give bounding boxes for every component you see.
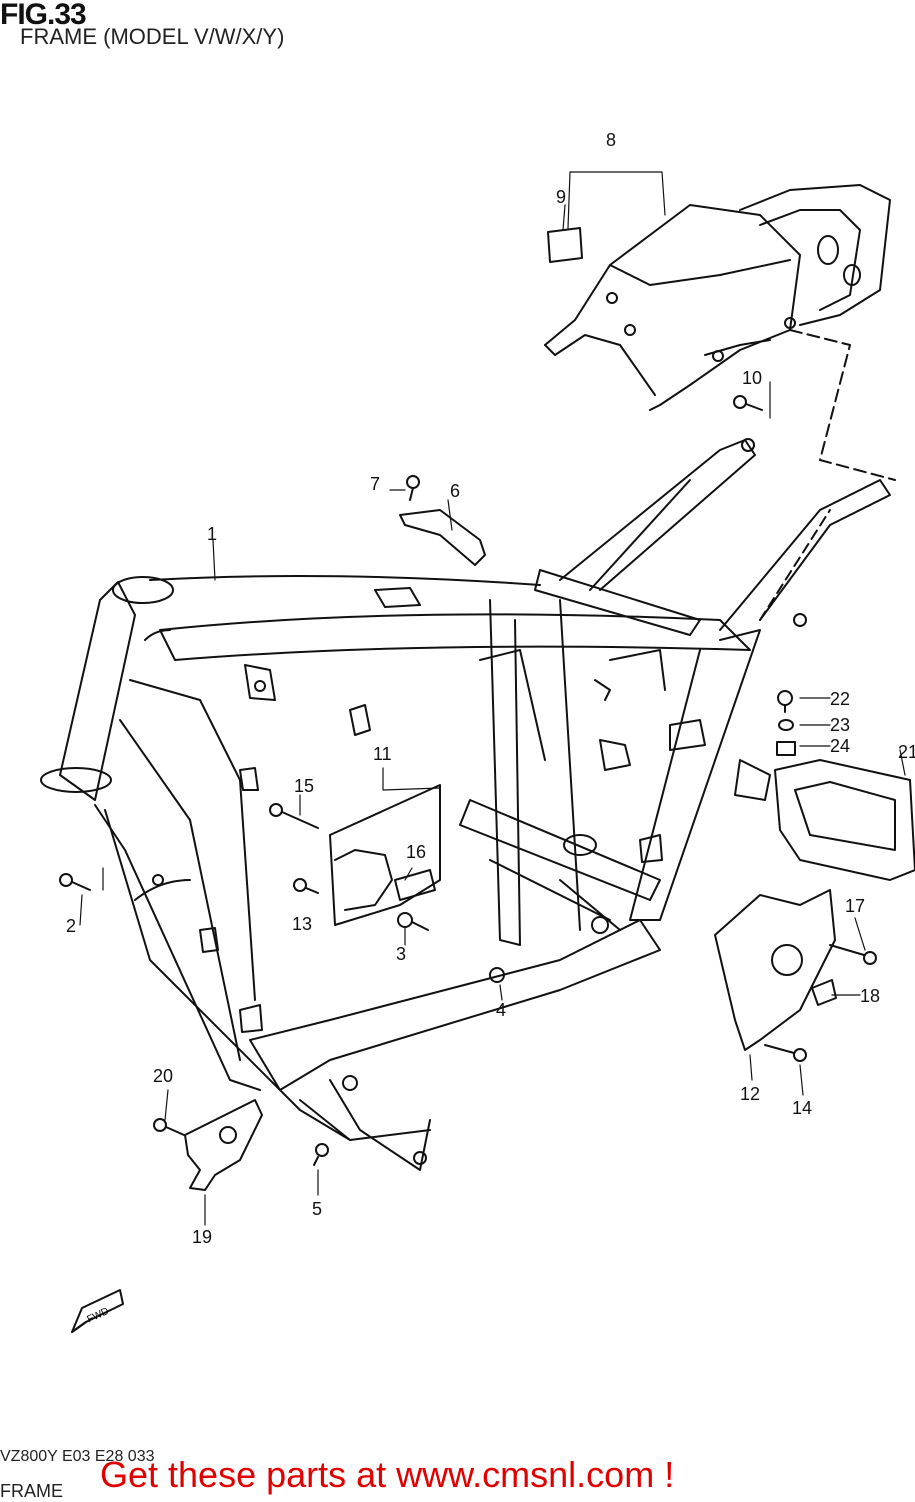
callout-4: 4: [496, 1000, 506, 1020]
callout-5: 5: [312, 1199, 322, 1219]
bolt-part-22: [777, 690, 793, 713]
callout-21: 21: [898, 742, 915, 762]
callout-22: 22: [830, 689, 850, 709]
figure-title: FIG.33: [0, 0, 87, 31]
fwd-arrow-icon: [71, 1289, 124, 1333]
plate-part-21: [774, 759, 915, 881]
bolt-part-3: [397, 912, 429, 931]
callout-3: 3: [396, 944, 406, 964]
callout-14: 14: [792, 1098, 812, 1118]
leader-lines: [79, 171, 906, 1226]
promo-link[interactable]: Get these parts at www.cmsnl.com !: [100, 1454, 675, 1495]
figure-subtitle: FRAME (MODEL V/W/X/Y): [20, 24, 285, 49]
bolt-part-20: [153, 1118, 185, 1136]
frame-part: [40, 329, 896, 1171]
callout-8: 8: [606, 130, 616, 150]
callout-2: 2: [66, 916, 76, 936]
bracket-part-19: [184, 1099, 263, 1191]
diagram-name: FRAME: [0, 1481, 63, 1501]
bracket-part-6-lower: [374, 587, 421, 608]
diagram-code: VZ800Y E03 E28 033: [0, 1448, 155, 1465]
bolt-part-5: [313, 1143, 329, 1166]
callout-17: 17: [845, 896, 865, 916]
callout-15: 15: [294, 776, 314, 796]
cushion-part-24: [776, 741, 796, 756]
callout-labels: 8 9 10 7 6 1 22 23 24 21 11 15 16 13 3 2…: [66, 130, 915, 1325]
callout-20: 20: [153, 1066, 173, 1086]
bolt-part-7: [406, 475, 420, 501]
bolt-part-14: [764, 1044, 807, 1062]
bolt-part-10: [733, 395, 763, 411]
callout-24: 24: [830, 736, 850, 756]
cover-part-11: [329, 784, 441, 926]
washer-part-23: [778, 719, 794, 731]
callout-10: 10: [742, 368, 762, 388]
plate-part-9: [547, 227, 583, 263]
collar-part-16: [394, 869, 436, 901]
callout-11: 11: [373, 744, 392, 764]
callout-9: 9: [556, 187, 566, 207]
callout-6: 6: [450, 481, 460, 501]
bolt-part-2: [59, 873, 91, 891]
nut-part-4: [489, 967, 505, 983]
rear-fender-part: [544, 184, 891, 411]
callout-23: 23: [830, 715, 850, 735]
bracket-part-6: [399, 509, 486, 566]
callout-7: 7: [370, 474, 380, 494]
callout-1: 1: [207, 524, 217, 544]
callout-16: 16: [406, 842, 426, 862]
callout-19: 19: [192, 1227, 212, 1247]
callout-13: 13: [292, 914, 312, 934]
callout-12: 12: [740, 1084, 760, 1104]
bolt-part-17: [829, 944, 877, 965]
cover-part-11-detail: [334, 849, 393, 911]
bolt-part-15: [269, 803, 319, 829]
bolt-part-13: [293, 878, 319, 894]
bracket-part-12: [714, 889, 837, 1051]
callout-18: 18: [860, 986, 880, 1006]
